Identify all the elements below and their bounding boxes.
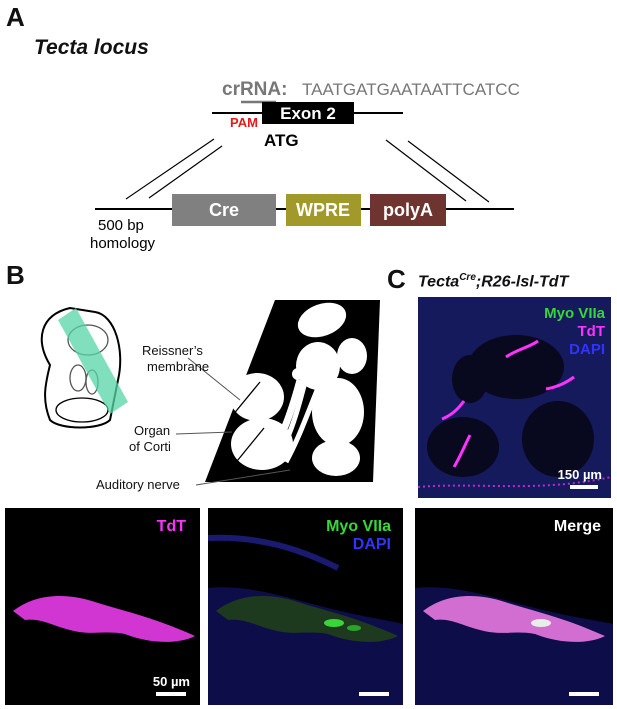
head-inner-ellipse [69, 364, 87, 392]
homology-label-line2: homology [90, 235, 156, 252]
auditory-nerve [265, 379, 304, 461]
auditory-nerve [283, 387, 321, 464]
homology-cross-line [125, 138, 215, 200]
panel-c-genotype: TectaCre;R26-lsl-TdT [418, 272, 569, 291]
scala [297, 302, 347, 338]
panel-a-label: A [6, 2, 25, 32]
scala [296, 342, 340, 390]
d1-tdt-label: TdT [156, 518, 186, 535]
homology-cross-line [385, 139, 467, 202]
scala [312, 440, 360, 476]
d2-myo-label: Myo VIIa [326, 518, 391, 535]
panel-c-label: C [387, 264, 406, 294]
merge-micrograph-drawing [415, 587, 613, 705]
cre-block [172, 194, 276, 226]
tecta-locus-diagram: crRNA: TAATGATGAATAATTCATCC Exon 2 PAM A… [90, 79, 520, 252]
reissner-label-line2: membrane [147, 359, 209, 374]
legend-myo-viia: Myo VIIa [544, 305, 605, 322]
d3-scale-bar [569, 692, 599, 696]
organ-label-line1: Organ [134, 423, 170, 438]
reissner-leader [187, 357, 241, 401]
atg-label: ATG [264, 131, 299, 150]
exon-2-label: Exon 2 [280, 104, 336, 123]
nerve-leader [195, 469, 291, 486]
head-outline [40, 306, 122, 429]
crrna-sequence: TAATGATGAATAATTCATCC [302, 80, 520, 99]
d2-scale-bar [359, 692, 389, 696]
section-plane [58, 308, 128, 414]
organ-leader [175, 431, 233, 435]
organ-label-line2: of Corti [129, 439, 171, 454]
polya-block [370, 194, 446, 226]
legend-tdt: TdT [577, 323, 606, 340]
wpre-label: WPRE [296, 200, 350, 220]
crrna-label: crRNA: [222, 79, 287, 100]
polya-label: polyA [383, 200, 433, 220]
panel-d-scale-label: 50 µm [152, 674, 190, 689]
tdt-micrograph: TdT 50 µm [5, 508, 200, 705]
d1-scale-bar [156, 692, 186, 696]
cochlea-schematic: Reissner’s membrane Organ of Corti Audit… [40, 300, 380, 492]
head-base-ellipse [55, 397, 109, 423]
tdt-micrograph-drawing [13, 595, 195, 642]
auditory-nerve [273, 377, 309, 462]
scala [312, 378, 364, 446]
spiral-ganglion [313, 380, 323, 390]
homology-cross-line [148, 145, 223, 199]
cre-label: Cre [209, 200, 239, 220]
cochlea-micrograph: Myo VIIa TdT DAPI 150 µm [418, 297, 611, 498]
myo-dapi-micrograph: Myo VIIa DAPI [208, 508, 403, 705]
panel-c-scale-label: 150 µm [557, 467, 602, 482]
reissners-membrane [231, 381, 261, 417]
pam-label: PAM [230, 115, 258, 130]
tecta-locus-title: Tecta locus [34, 36, 149, 59]
auditory-nerve-label: Auditory nerve [96, 477, 180, 492]
exon-2-box [262, 102, 354, 124]
homology-label-line1: 500 bp [98, 217, 144, 234]
cochlea-micrograph-drawing [418, 297, 611, 498]
d3-merge-label: Merge [553, 518, 601, 535]
wpre-block [286, 194, 361, 226]
panel-c-scale-bar [570, 485, 598, 489]
scala [337, 338, 367, 374]
spiral-ganglion [292, 368, 304, 380]
panel-b-label: B [6, 260, 25, 290]
reissner-label-line1: Reissner’s [142, 343, 203, 358]
reissners-membrane [232, 427, 265, 467]
homology-cross-line [407, 140, 490, 203]
legend-dapi: DAPI [569, 341, 605, 358]
merge-micrograph: Merge [415, 508, 613, 705]
d2-dapi-label: DAPI [352, 536, 391, 553]
myo-dapi-micrograph-drawing [208, 534, 403, 705]
scala [230, 373, 284, 421]
